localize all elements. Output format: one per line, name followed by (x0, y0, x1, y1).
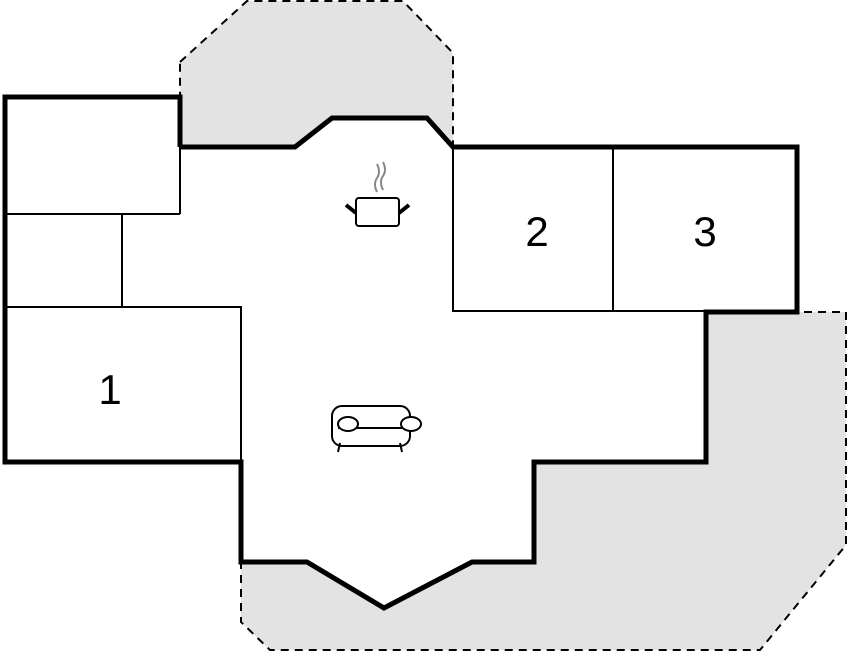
room-label-2: 2 (525, 208, 548, 255)
room-label-1: 1 (98, 366, 121, 413)
interior-floor (5, 97, 797, 608)
sofa-icon (331, 405, 422, 453)
room-label-3: 3 (693, 208, 716, 255)
interior-walls (5, 147, 706, 462)
kitchen-pot-icon (344, 161, 411, 227)
exterior-walls (2, 94, 800, 611)
